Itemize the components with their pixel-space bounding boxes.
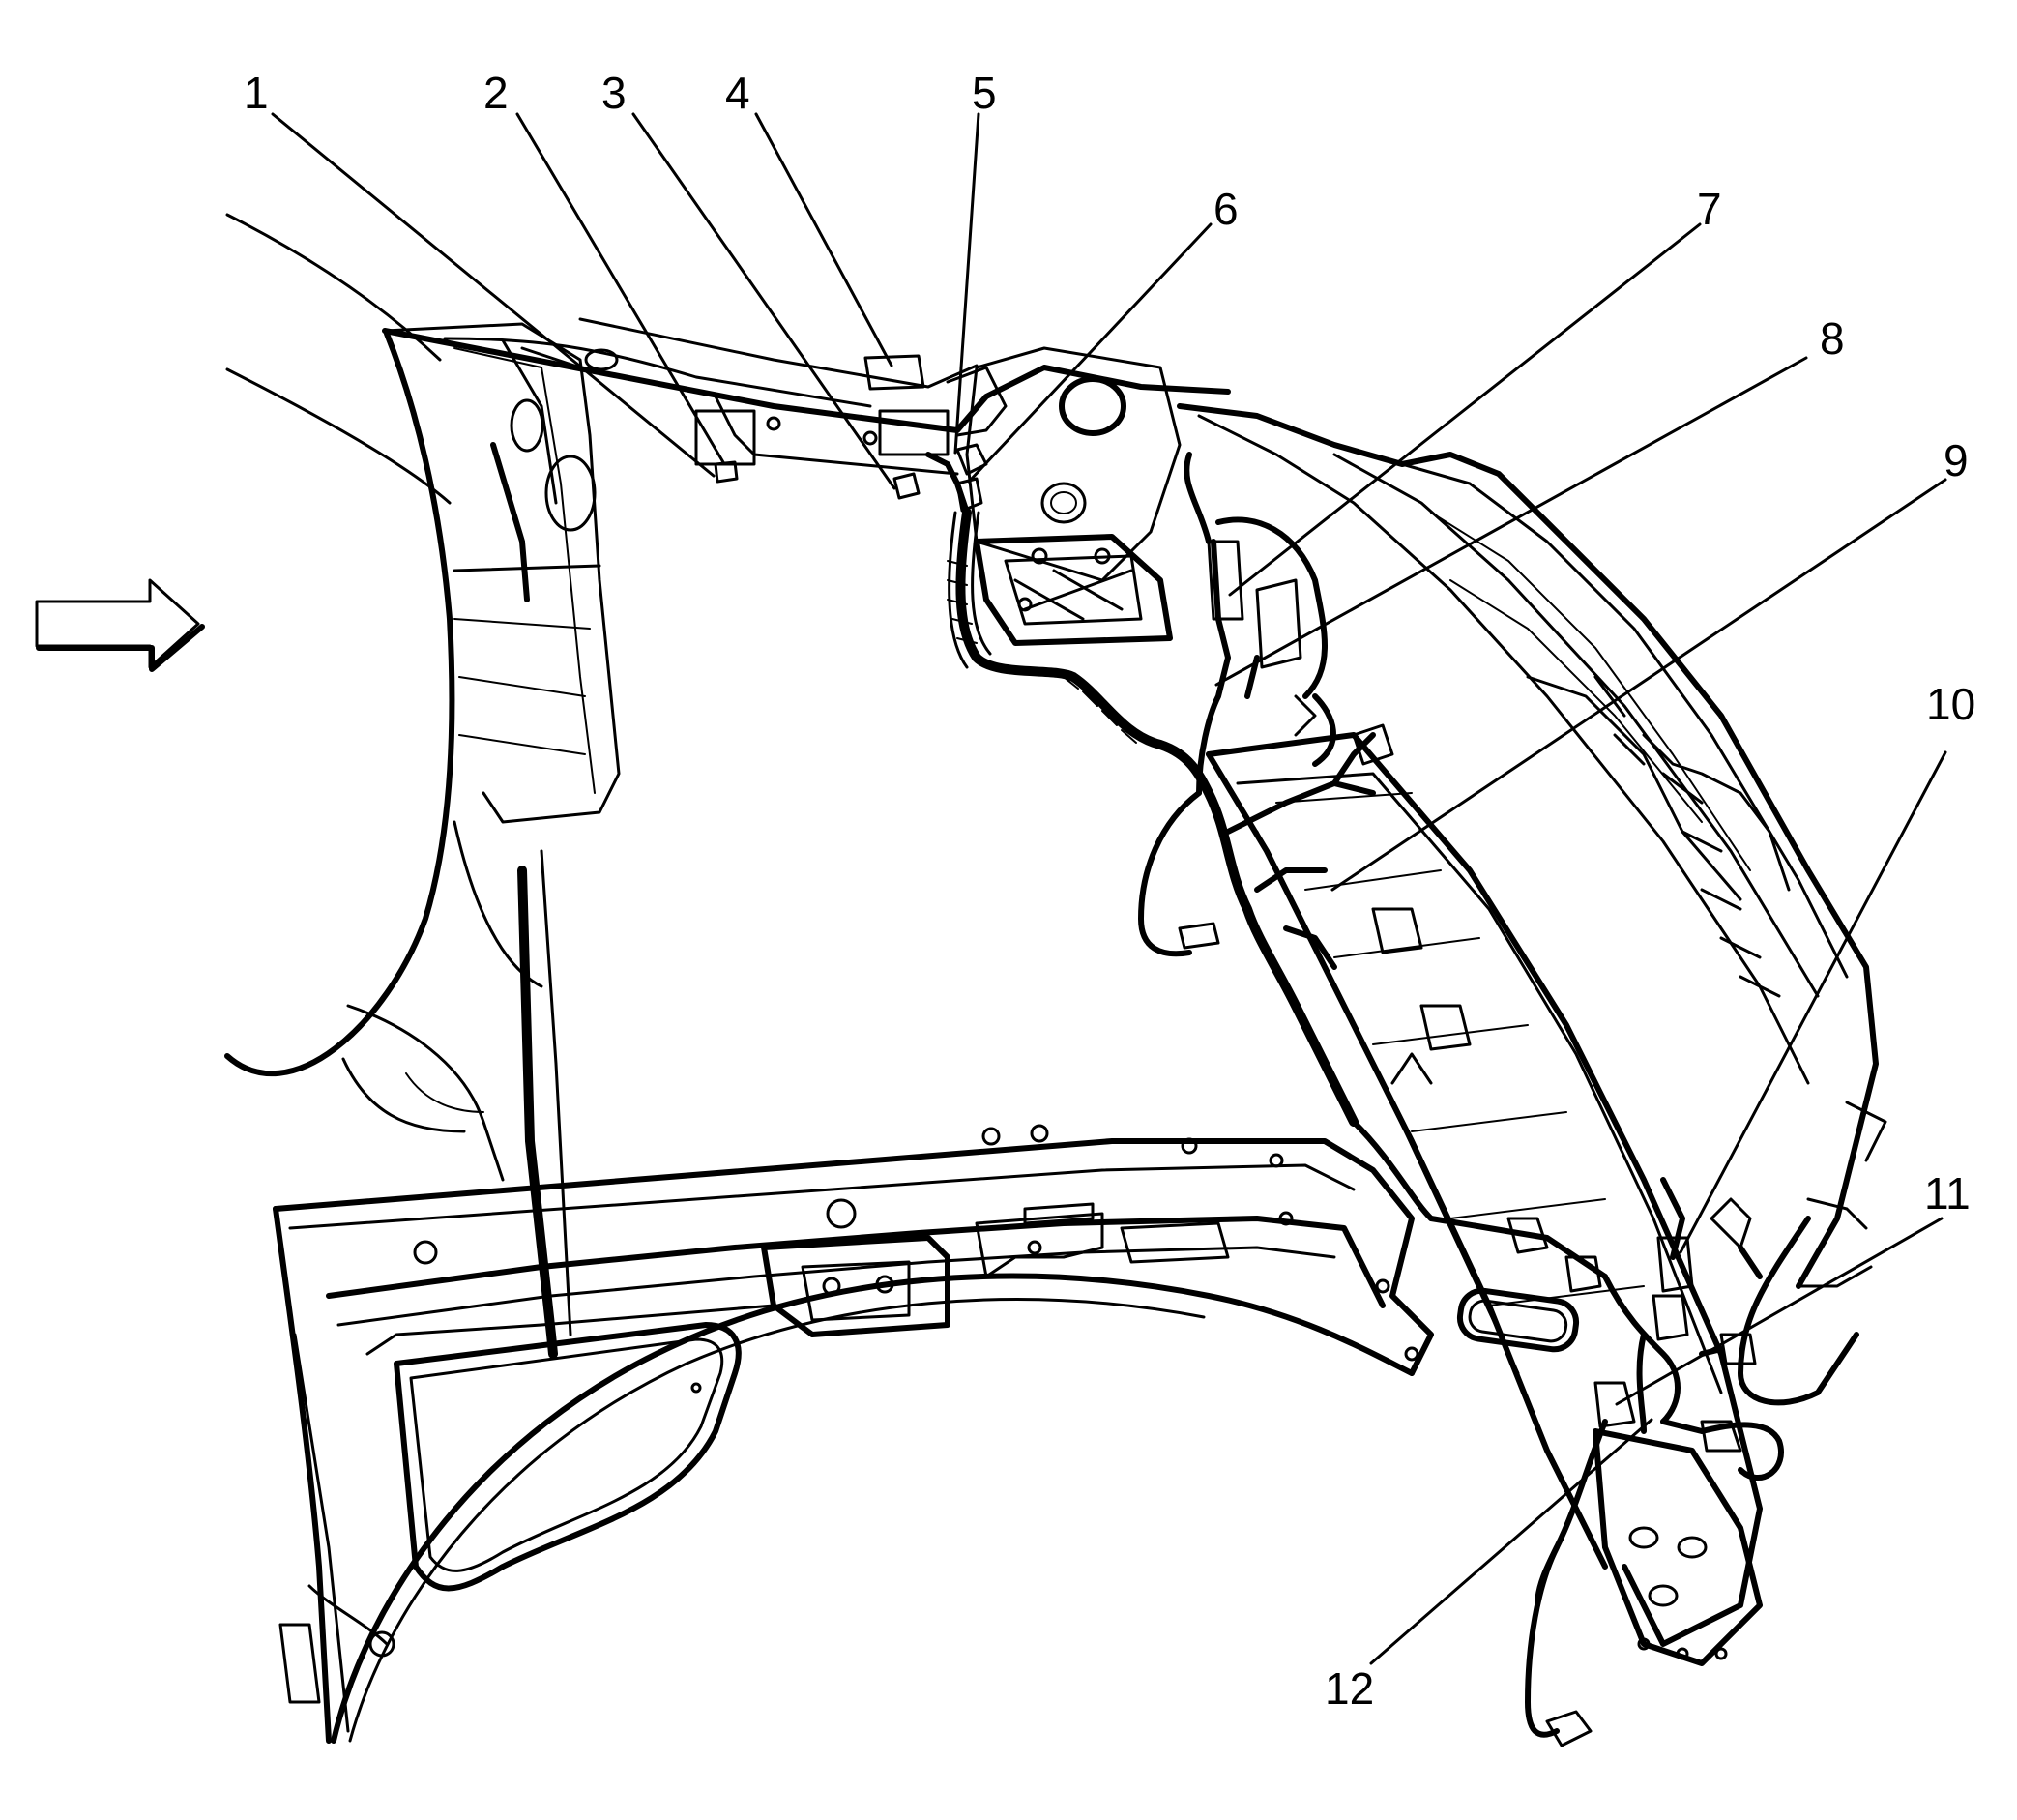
leader-8 [1214,356,1808,687]
leader-9 [1330,478,1947,892]
leader-7 [1228,222,1702,597]
callout-6: 6 [1213,184,1239,234]
callout-3: 3 [601,68,627,118]
leader-12 [1369,1418,1653,1665]
callout-10: 10 [1926,679,1975,729]
right-arrow-icon [35,578,205,672]
callout-1: 1 [244,68,269,118]
leader-10 [1679,750,1947,1254]
wiring-harness [714,354,1784,1747]
leader-11 [1615,1217,1944,1406]
callout-12: 12 [1325,1663,1374,1714]
callout-4: 4 [725,68,750,118]
leader-2 [515,112,725,464]
leader-lines [271,112,1947,1665]
callout-5: 5 [972,68,997,118]
leader-6 [967,222,1213,484]
callout-9: 9 [1944,435,1969,485]
upper-radiator-support [382,317,1231,646]
leader-1 [271,112,716,478]
frame-rail [1206,732,1763,1666]
callout-labels: 1 2 3 4 5 6 7 8 9 10 11 12 [244,68,1975,1714]
callout-11: 11 [1924,1168,1971,1218]
front-bumper-region [1177,403,1887,1406]
lower-shield [273,1124,1434,1744]
callout-8: 8 [1820,313,1845,364]
callout-2: 2 [483,68,509,118]
leader-3 [631,112,896,490]
callout-7: 7 [1697,184,1722,234]
leader-5 [953,112,980,455]
leader-4 [754,112,893,367]
